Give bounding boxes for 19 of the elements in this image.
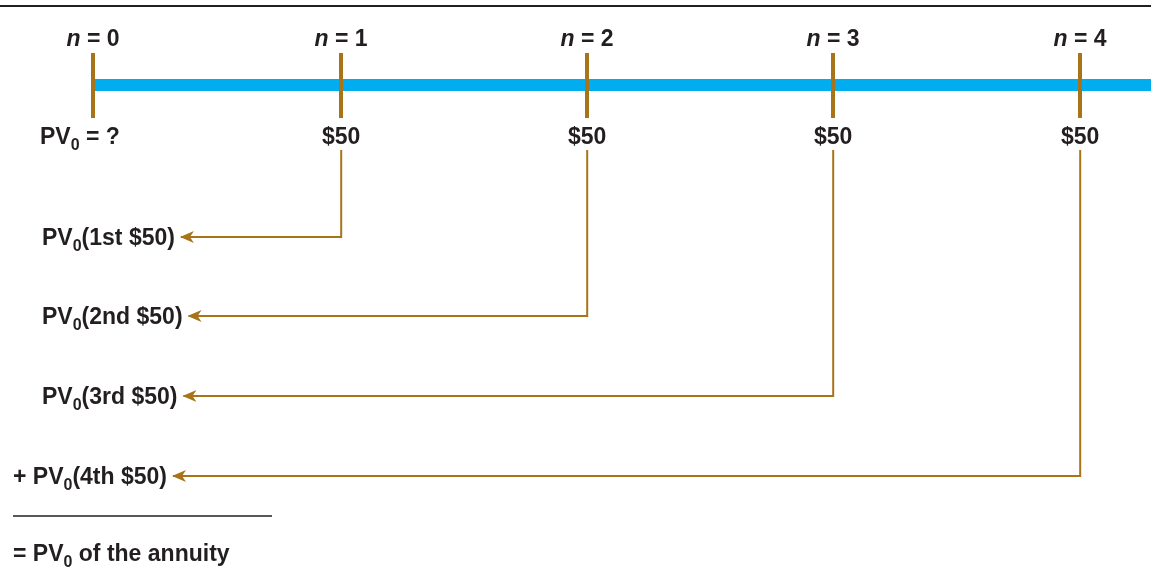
arrow: [187, 149, 589, 322]
sum-label: = PV$_{0}$ of the annuity: [13, 539, 230, 567]
cash-flow-label: $50: [814, 122, 853, 150]
discounted-value-label: + PV$_{0}$(4th $50): [13, 462, 167, 490]
arrow: [179, 149, 343, 243]
cash-flow-label: $50: [322, 122, 361, 150]
arrow: [182, 149, 835, 402]
period-label: n = 0: [66, 24, 120, 52]
discounted-value-label: PV$_{0}$(1st $50): [42, 223, 175, 251]
period-label: n = 3: [806, 24, 860, 52]
discounted-value-label: PV$_{0}$(3rd $50): [42, 382, 178, 410]
discounted-value-label: PV$_{0}$(2nd $50): [42, 302, 183, 330]
cash-flow-label: $50: [1061, 122, 1100, 150]
period-label: n = 4: [1053, 24, 1107, 52]
present-value-label: PV$_{0}$ = ?: [40, 122, 120, 150]
period-label: n = 2: [560, 24, 614, 52]
cash-flow-label: $50: [568, 122, 607, 150]
arrow: [172, 149, 1082, 482]
period-label: n = 1: [314, 24, 368, 52]
